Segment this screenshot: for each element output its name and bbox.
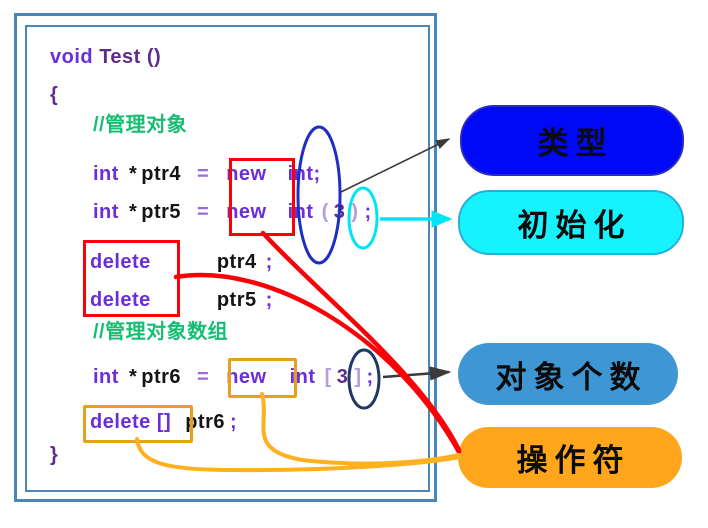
label-init-pill: 初始化 bbox=[458, 190, 684, 255]
label-init-text: 初始化 bbox=[517, 208, 632, 243]
star-operator: * bbox=[128, 201, 138, 223]
comment-manage-object: //管理对象 bbox=[93, 114, 188, 136]
keyword-int: int bbox=[93, 366, 119, 388]
keyword-int: int bbox=[93, 163, 119, 185]
function-name: Test () bbox=[99, 46, 162, 68]
identifier-ptr4: ptr4 bbox=[141, 163, 182, 185]
identifier-ptr6: ptr6 bbox=[141, 366, 182, 388]
keyword-delete-brackets: delete [] bbox=[90, 411, 172, 433]
new-operator-red-box bbox=[229, 158, 295, 236]
keyword-void: void bbox=[50, 46, 94, 68]
identifier-ptr4: ptr4 bbox=[216, 251, 257, 273]
identifier-ptr5: ptr5 bbox=[141, 201, 182, 223]
semicolon: ; bbox=[229, 411, 238, 433]
code-line-delete-ptr4: delete ptr4; bbox=[90, 250, 273, 274]
keyword-delete: delete bbox=[90, 289, 151, 311]
close-paren: ) bbox=[351, 201, 359, 223]
star-operator: * bbox=[128, 163, 138, 185]
equals-sign: = bbox=[197, 366, 210, 388]
keyword-new: new bbox=[226, 163, 267, 185]
code-line-open-brace: { bbox=[50, 84, 59, 106]
value-3: 3 bbox=[333, 201, 346, 223]
star-operator: * bbox=[128, 366, 138, 388]
comment-manage-array: //管理对象数组 bbox=[93, 321, 229, 343]
label-type-text: 类型 bbox=[537, 126, 614, 161]
new-array-operator-orange-box bbox=[228, 358, 297, 398]
keyword-int: int bbox=[93, 201, 119, 223]
label-type-pill: 类型 bbox=[460, 105, 684, 176]
equals-sign: = bbox=[197, 163, 210, 185]
close-bracket: ] bbox=[354, 366, 362, 388]
keyword-new: new bbox=[226, 201, 267, 223]
open-paren: ( bbox=[321, 201, 329, 223]
open-bracket: [ bbox=[324, 366, 332, 388]
value-3: 3 bbox=[336, 366, 349, 388]
delete-operator-red-box bbox=[83, 240, 180, 317]
label-count-pill: 对象个数 bbox=[458, 343, 678, 405]
code-line-close-brace: } bbox=[50, 444, 59, 466]
equals-sign: = bbox=[197, 201, 210, 223]
delete-array-operator-orange-box bbox=[83, 405, 193, 443]
semicolon: ; bbox=[364, 201, 372, 223]
label-operator-pill: 操作符 bbox=[458, 427, 682, 488]
semicolon: ; bbox=[265, 289, 273, 311]
label-count-text: 对象个数 bbox=[495, 359, 648, 395]
code-line-signature: void Test () bbox=[50, 45, 161, 69]
identifier-ptr5: ptr5 bbox=[216, 289, 257, 311]
label-operator-text: 操作符 bbox=[516, 443, 631, 478]
semicolon: ; bbox=[366, 366, 374, 388]
keyword-delete: delete bbox=[90, 251, 151, 273]
semicolon: ; bbox=[265, 251, 273, 273]
